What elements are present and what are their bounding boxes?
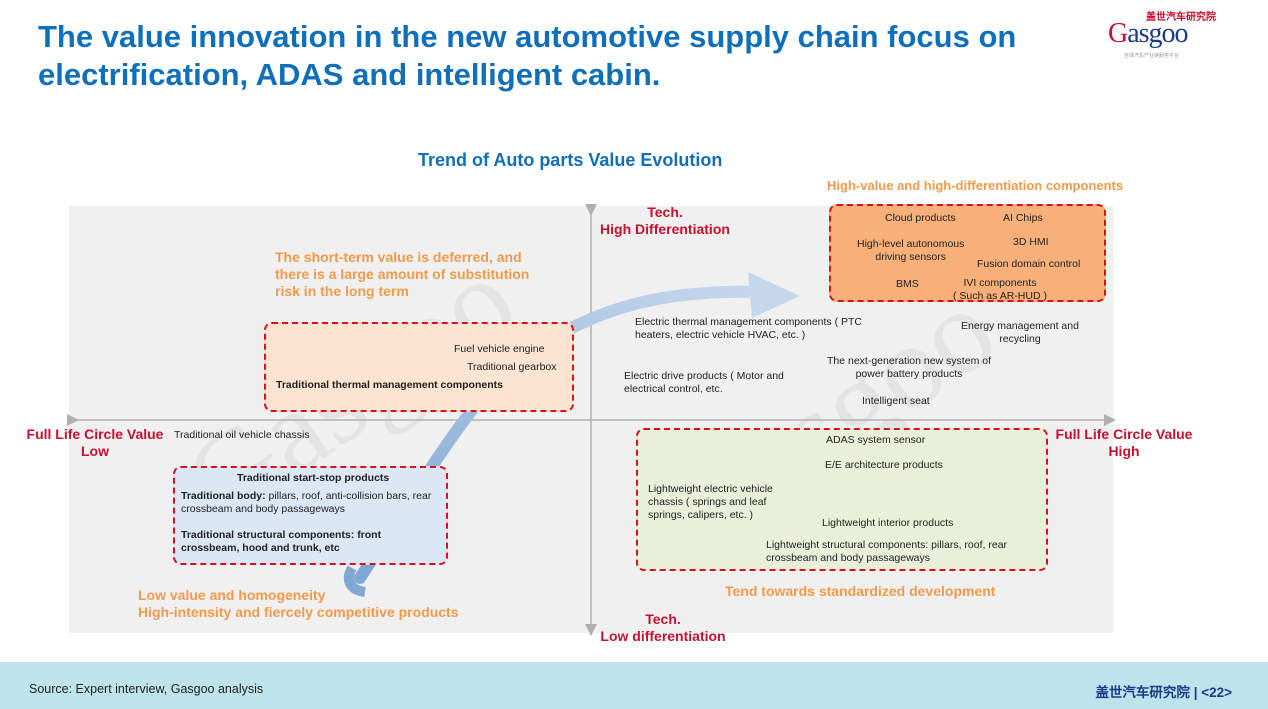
- item-intelligent-seat: Intelligent seat: [862, 395, 930, 407]
- logo-en-text: Gasgoo: [1108, 18, 1189, 49]
- trend-arrow-tail: [343, 565, 367, 597]
- item-traditional-body: Traditional body: pillars, roof, anti-co…: [181, 490, 432, 515]
- bottom-left-quadrant-label: Low value and homogeneity High-intensity…: [138, 587, 459, 620]
- item-lightweight-structural: Lightweight structural components: pilla…: [766, 539, 1008, 564]
- standardized-box: [636, 428, 1048, 571]
- item-start-stop: Traditional start-stop products: [237, 472, 390, 484]
- source-note: Source: Expert interview, Gasgoo analysi…: [29, 682, 264, 696]
- item-traditional-structural: Traditional structural components: front…: [181, 529, 382, 554]
- item-cloud-products: Cloud products: [885, 212, 956, 224]
- y-axis-bottom-label: Tech.Low differentiation: [600, 611, 726, 644]
- y-axis-top-label: Tech.High Differentiation: [600, 204, 730, 237]
- diagram-title: Trend of Auto parts Value Evolution: [418, 150, 723, 170]
- item-lightweight-interior: Lightweight interior products: [822, 517, 954, 529]
- page-title: The value innovation in the new automoti…: [38, 19, 1017, 92]
- item-ivi-components: IVI components( Such as AR-HUD ): [953, 277, 1047, 302]
- top-right-quadrant-label: High-value and high-differentiation comp…: [827, 178, 1124, 193]
- trend-arrow-head: [748, 272, 800, 318]
- item-oil-vehicle-chassis: Traditional oil vehicle chassis: [174, 429, 310, 441]
- item-traditional-gearbox: Traditional gearbox: [467, 361, 557, 373]
- footer-bar: [0, 662, 1268, 709]
- high-value-components-box: [829, 204, 1106, 302]
- item-traditional-thermal: Traditional thermal management component…: [276, 379, 503, 391]
- logo-tagline: 全球汽车产业链服务平台: [1124, 53, 1180, 59]
- item-adas-sensor: ADAS system sensor: [826, 434, 926, 446]
- item-ee-architecture: E/E architecture products: [825, 459, 943, 471]
- logo-cn-text: 盖世汽车研究院: [1146, 12, 1216, 23]
- item-ai-chips: AI Chips: [1003, 212, 1043, 224]
- item-fusion-domain-control: Fusion domain control: [977, 258, 1081, 270]
- top-left-quadrant-label: The short-term value is deferred, and th…: [275, 249, 530, 299]
- item-lightweight-chassis: Lightweight electric vehicle chassis ( s…: [648, 483, 773, 521]
- bottom-right-quadrant-label: Tend towards standardized development: [725, 583, 996, 599]
- item-3d-hmi: 3D HMI: [1013, 236, 1049, 248]
- deferred-value-box: [264, 322, 574, 412]
- item-fuel-engine: Fuel vehicle engine: [454, 343, 545, 355]
- gasgoo-logo: 盖世汽车研究院 Gasgoo 全球汽车产业链服务平台: [1106, 8, 1231, 59]
- low-value-box: [173, 466, 448, 565]
- item-electric-thermal: Electric thermal management components (…: [635, 316, 863, 341]
- page-number: 盖世汽车研究院 | <22>: [1095, 685, 1232, 700]
- item-bms: BMS: [896, 278, 919, 290]
